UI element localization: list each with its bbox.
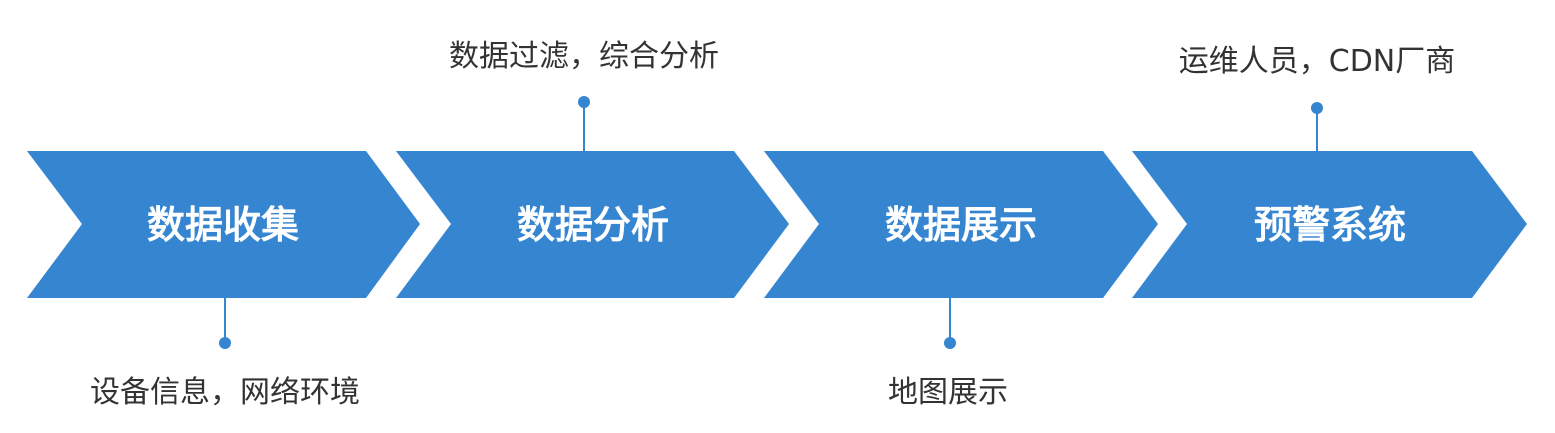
stage-3-label: 数据展示: [885, 203, 1037, 247]
stage-1-chevron: [27, 151, 420, 298]
stage-2: 数据分析 数据过滤，综合分析: [396, 39, 789, 298]
stage-2-note: 数据过滤，综合分析: [449, 39, 719, 74]
stage-1-connector-dot: [219, 337, 231, 349]
stage-3-chevron: [764, 151, 1158, 298]
stage-2-connector-dot: [578, 96, 590, 108]
stage-4-label: 预警系统: [1254, 203, 1406, 247]
stage-1-label: 数据收集: [147, 203, 299, 247]
stage-1-note: 设备信息，网络环境: [90, 375, 360, 410]
stage-3-connector-dot: [944, 337, 956, 349]
stage-4-connector-dot: [1311, 102, 1323, 114]
stage-4-note: 运维人员，CDN厂商: [1179, 44, 1456, 79]
stage-4-chevron: [1132, 151, 1527, 298]
stage-2-label: 数据分析: [517, 203, 669, 247]
stage-1: 数据收集 设备信息，网络环境: [27, 151, 420, 410]
stage-2-chevron: [396, 151, 789, 298]
stage-3-note: 地图展示: [888, 375, 1008, 410]
stage-3: 数据展示 地图展示: [764, 151, 1158, 410]
stage-4: 预警系统 运维人员，CDN厂商: [1132, 44, 1527, 298]
